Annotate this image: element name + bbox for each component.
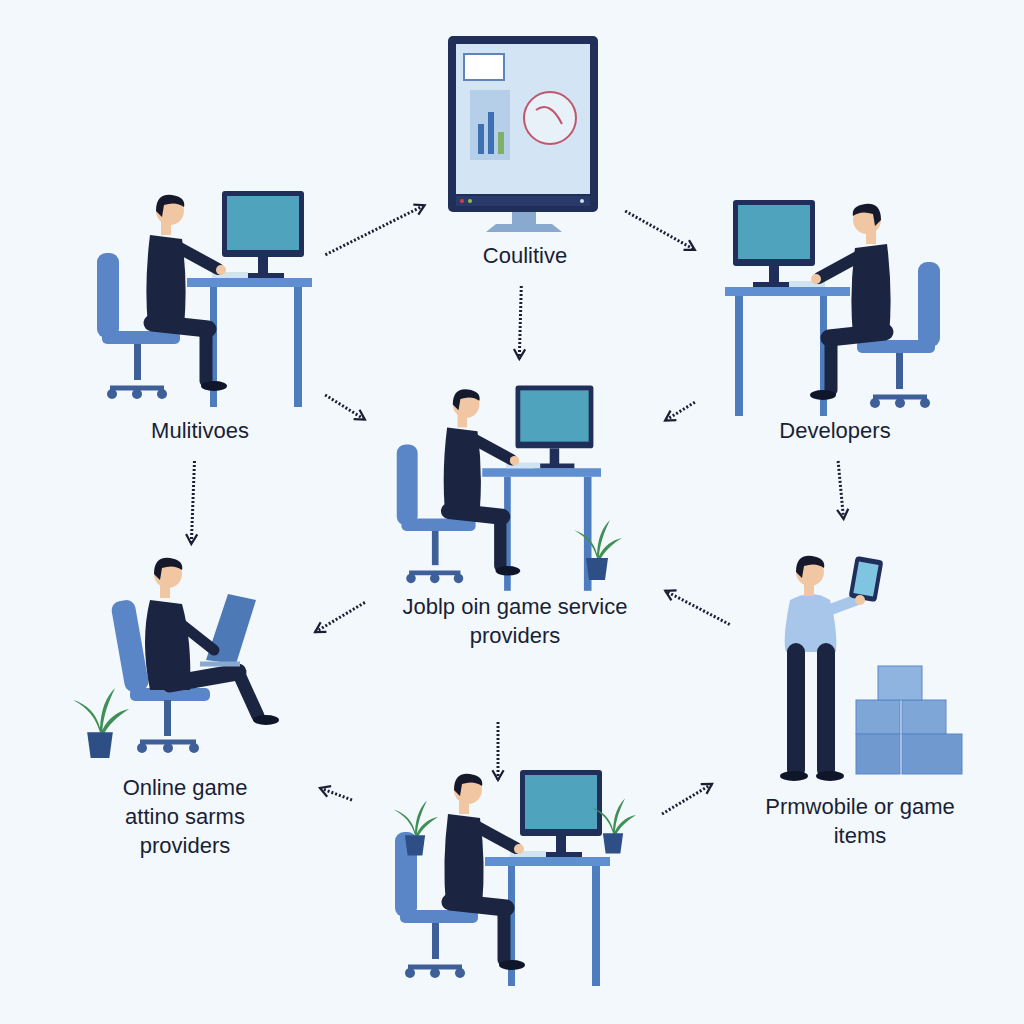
node-label: Coulitive [483, 241, 567, 270]
connector-arrow [665, 402, 695, 420]
monitor-illustration [512, 212, 536, 226]
person-with-laptop [189, 743, 199, 753]
monitor-illustration [580, 199, 584, 203]
connector-arrow [191, 461, 194, 544]
person-at-desk [397, 386, 622, 591]
person-with-tablet [902, 734, 962, 774]
person-at-desk [394, 800, 438, 855]
node-label: Prmwobile or game items [760, 792, 960, 850]
person-with-laptop [238, 672, 258, 716]
person-with-tablet [856, 700, 900, 734]
person-with-tablet [780, 771, 808, 781]
person-with-tablet [849, 556, 884, 602]
node-label: Mulitivoes [151, 416, 249, 445]
figure-node: Coulitive [430, 30, 620, 280]
person-with-tablet [796, 556, 824, 578]
connector-arrow [497, 722, 500, 780]
person-with-laptop [164, 700, 171, 736]
connector-arrow [662, 784, 712, 814]
person-with-laptop [176, 620, 214, 650]
person-with-laptop [163, 743, 173, 753]
person-with-tablet [902, 700, 946, 734]
connector-arrow [519, 286, 521, 359]
person-at-desk [97, 191, 312, 407]
connector-arrow [665, 591, 729, 625]
figure-node: Prmwobile or game items [735, 525, 985, 860]
monitor-illustration [478, 124, 484, 154]
monitor-illustration [498, 132, 504, 154]
person-at-desk [725, 200, 940, 416]
node-label: Developers [779, 416, 890, 445]
person-with-tablet [824, 600, 856, 612]
person-with-laptop [73, 688, 129, 758]
monitor-illustration [488, 112, 494, 154]
monitor-illustration [448, 36, 598, 212]
figure-node: Mulitivoes [80, 180, 320, 455]
monitor-illustration [464, 54, 504, 80]
person-at-desk [394, 770, 636, 986]
person-with-tablet [853, 562, 878, 597]
person-with-tablet [856, 734, 900, 774]
monitor-illustration [448, 36, 598, 232]
person-with-laptop [73, 558, 279, 758]
monitor-illustration [460, 199, 464, 203]
person-with-laptop [110, 599, 150, 694]
monitor-illustration [486, 224, 562, 232]
figure-node: Online game attino sarms providers [60, 550, 310, 870]
person-at-desk [725, 200, 940, 416]
person-at-desk [395, 770, 610, 986]
node-label: Joblp oin game service providers [385, 592, 645, 650]
monitor-illustration [536, 107, 562, 124]
person-with-tablet [780, 556, 962, 781]
person-at-desk [397, 386, 601, 591]
label-group: Coulitive [430, 241, 620, 270]
monitor-illustration [456, 44, 590, 194]
label-group: Online game attino sarms providers [60, 773, 310, 860]
person-at-desk [592, 798, 636, 853]
label-group: Developers [720, 416, 950, 445]
person-with-tablet [855, 595, 865, 605]
connector-arrow [838, 461, 844, 519]
connector-arrow [325, 205, 424, 255]
person-with-tablet [816, 771, 844, 781]
figure-node: Developers [700, 190, 950, 455]
connector-arrow [320, 722, 712, 814]
figure-node: Joblp oin game service providers [370, 365, 660, 660]
person-with-laptop [154, 558, 182, 580]
person-with-laptop [137, 743, 147, 753]
connector-arrow [320, 788, 352, 800]
person-at-desk [97, 191, 312, 407]
label-group: Prmwobile or game items [735, 792, 985, 850]
person-with-tablet [878, 666, 922, 700]
label-group: Joblp oin game service providers [370, 592, 660, 650]
connector-arrow [625, 211, 695, 250]
person-with-tablet [796, 652, 826, 770]
person-at-desk [574, 520, 622, 580]
connector-arrow [315, 602, 365, 632]
person-with-laptop [170, 672, 238, 684]
node-label: Online game attino sarms providers [103, 773, 268, 860]
person-with-laptop [253, 715, 279, 725]
label-group: Mulitivoes [80, 416, 320, 445]
person-with-tablet [785, 594, 837, 652]
monitor-illustration [470, 90, 510, 160]
person-with-laptop [200, 662, 240, 667]
monitor-illustration [456, 196, 590, 206]
monitor-illustration [524, 92, 576, 144]
connector-arrow [325, 395, 365, 420]
monitor-illustration [468, 199, 472, 203]
